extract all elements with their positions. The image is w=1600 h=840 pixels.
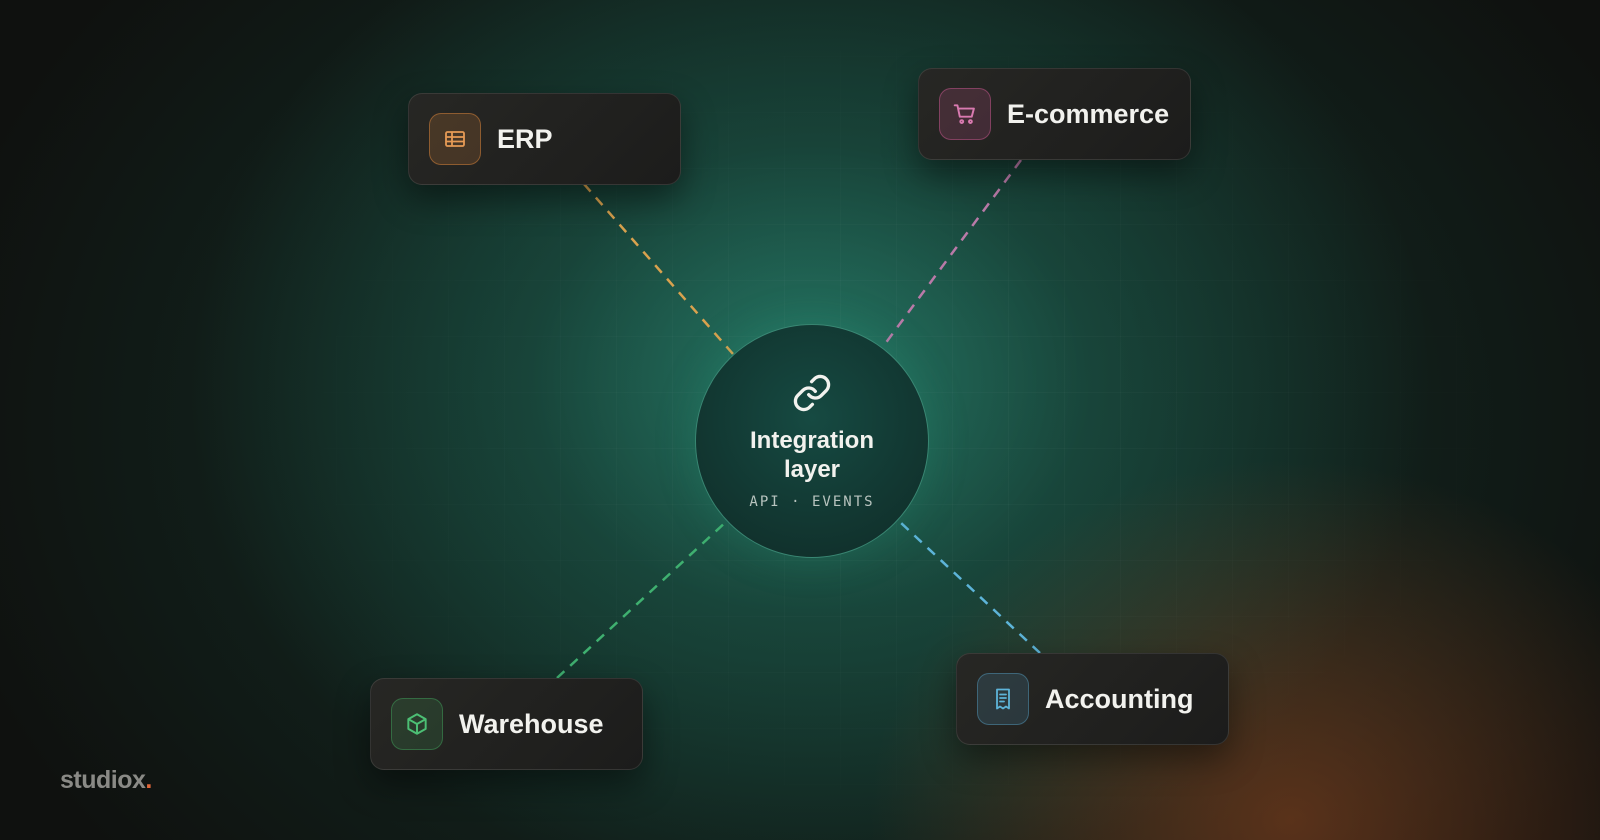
node-ecommerce[interactable]: E-commerce	[918, 68, 1191, 160]
brand-dot: .	[145, 766, 152, 794]
connector-erp	[583, 183, 734, 355]
hub-title-line1: Integration	[750, 426, 874, 454]
node-accounting[interactable]: Accounting	[956, 653, 1229, 745]
node-label: Accounting	[1045, 683, 1194, 714]
brand-logo: studiox.	[60, 766, 152, 795]
node-label: ERP	[497, 123, 553, 154]
node-label: E-commerce	[1007, 98, 1170, 129]
hub-subtitle: API · EVENTS	[749, 493, 875, 510]
node-warehouse[interactable]: Warehouse	[370, 678, 643, 770]
connector-accounting	[899, 521, 1041, 654]
hub-title-line2: layer	[783, 455, 841, 483]
node-label: Warehouse	[459, 708, 604, 739]
connector-ecommerce	[880, 159, 1023, 349]
receipt-icon	[977, 673, 1029, 725]
hub-title: Integration layer	[750, 426, 874, 484]
node-erp[interactable]: ERP	[408, 93, 681, 185]
table-icon	[429, 113, 481, 165]
link-icon	[792, 373, 832, 418]
box-icon	[391, 698, 443, 750]
cart-icon	[939, 88, 991, 140]
brand-name: studiox	[60, 766, 146, 794]
connector-warehouse	[556, 519, 729, 679]
integration-layer-hub[interactable]: Integration layer API · EVENTS	[695, 324, 929, 558]
